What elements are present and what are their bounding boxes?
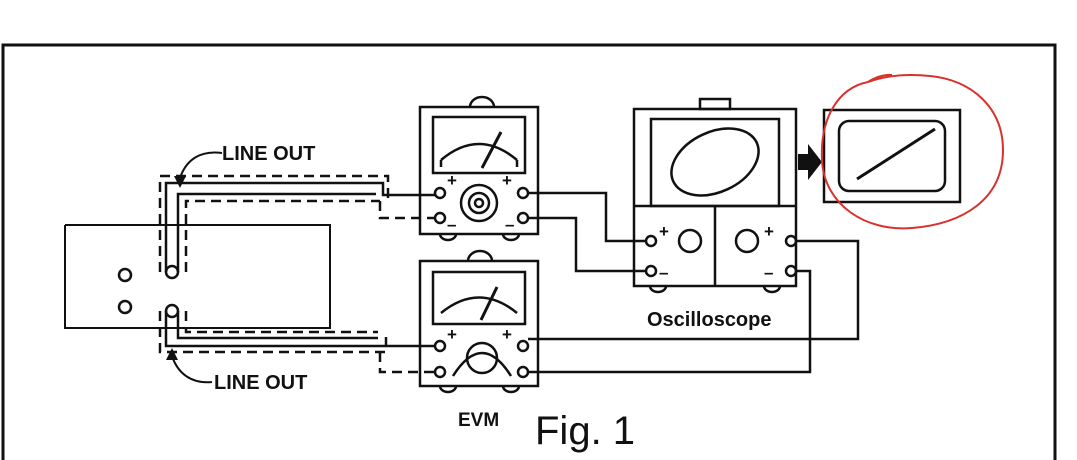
upper-meter-plus-right: + [502, 171, 512, 190]
evm-meter [418, 249, 540, 394]
arrow-right-icon [798, 144, 822, 180]
line-out-bottom-label: LINE OUT [214, 372, 307, 394]
upper-meter-terminal-left-minus [433, 211, 447, 225]
scope-horizontal-minus-terminal [784, 264, 798, 278]
upper-meter-minus-right: – [505, 215, 514, 234]
upper-meter-terminal-right-plus [516, 186, 530, 200]
upper-meter-signs: + + – – [447, 171, 514, 234]
scope-horizontal-plus-terminal [784, 234, 798, 248]
upper-meter-terminal-right-minus [516, 211, 530, 225]
scope-vertical-plus-terminal [644, 234, 658, 248]
upper-meter-minus-left: – [447, 215, 456, 234]
evm-terminal-right-minus [516, 365, 530, 379]
signal-wires [528, 191, 860, 374]
shielded-cable-bottom [158, 311, 435, 374]
evm-terminal-left-plus [433, 339, 447, 353]
scope-vertical-minus-terminal [644, 264, 658, 278]
scope-plus-right: + [764, 222, 774, 241]
line-out-jack-top [164, 264, 180, 280]
evm-meter-signs: + + [447, 325, 512, 344]
oscilloscope-label: Oscilloscope [647, 309, 772, 331]
amplifier-device [64, 224, 331, 329]
line-out-top-callout: LINE OUT [174, 143, 315, 188]
scope-plus-left: + [659, 222, 669, 241]
upper-meter [418, 95, 540, 242]
annotation-circle [820, 73, 1005, 230]
evm-plus-left: + [447, 325, 457, 344]
upper-meter-terminal-left-plus [433, 186, 447, 200]
scope-minus-left: – [659, 263, 668, 282]
oscilloscope-signs: + – + – [659, 222, 774, 282]
amplifier-knob-top [117, 267, 133, 283]
figure-caption: Fig. 1 [535, 409, 635, 453]
amplifier-knob-bottom [117, 299, 133, 315]
figure-frame [1, 43, 1057, 460]
shielded-cable-top [158, 174, 435, 272]
evm-terminal-right-plus [516, 339, 530, 353]
scope-minus-right: – [764, 263, 773, 282]
result-trace-display [822, 108, 962, 204]
line-out-bottom-callout: LINE OUT [166, 348, 307, 394]
evm-plus-right: + [502, 325, 512, 344]
evm-terminal-left-minus [433, 365, 447, 379]
line-out-jack-bottom [164, 303, 180, 319]
evm-label: EVM [458, 410, 499, 431]
upper-meter-plus-left: + [447, 171, 457, 190]
line-out-top-label: LINE OUT [222, 143, 315, 165]
